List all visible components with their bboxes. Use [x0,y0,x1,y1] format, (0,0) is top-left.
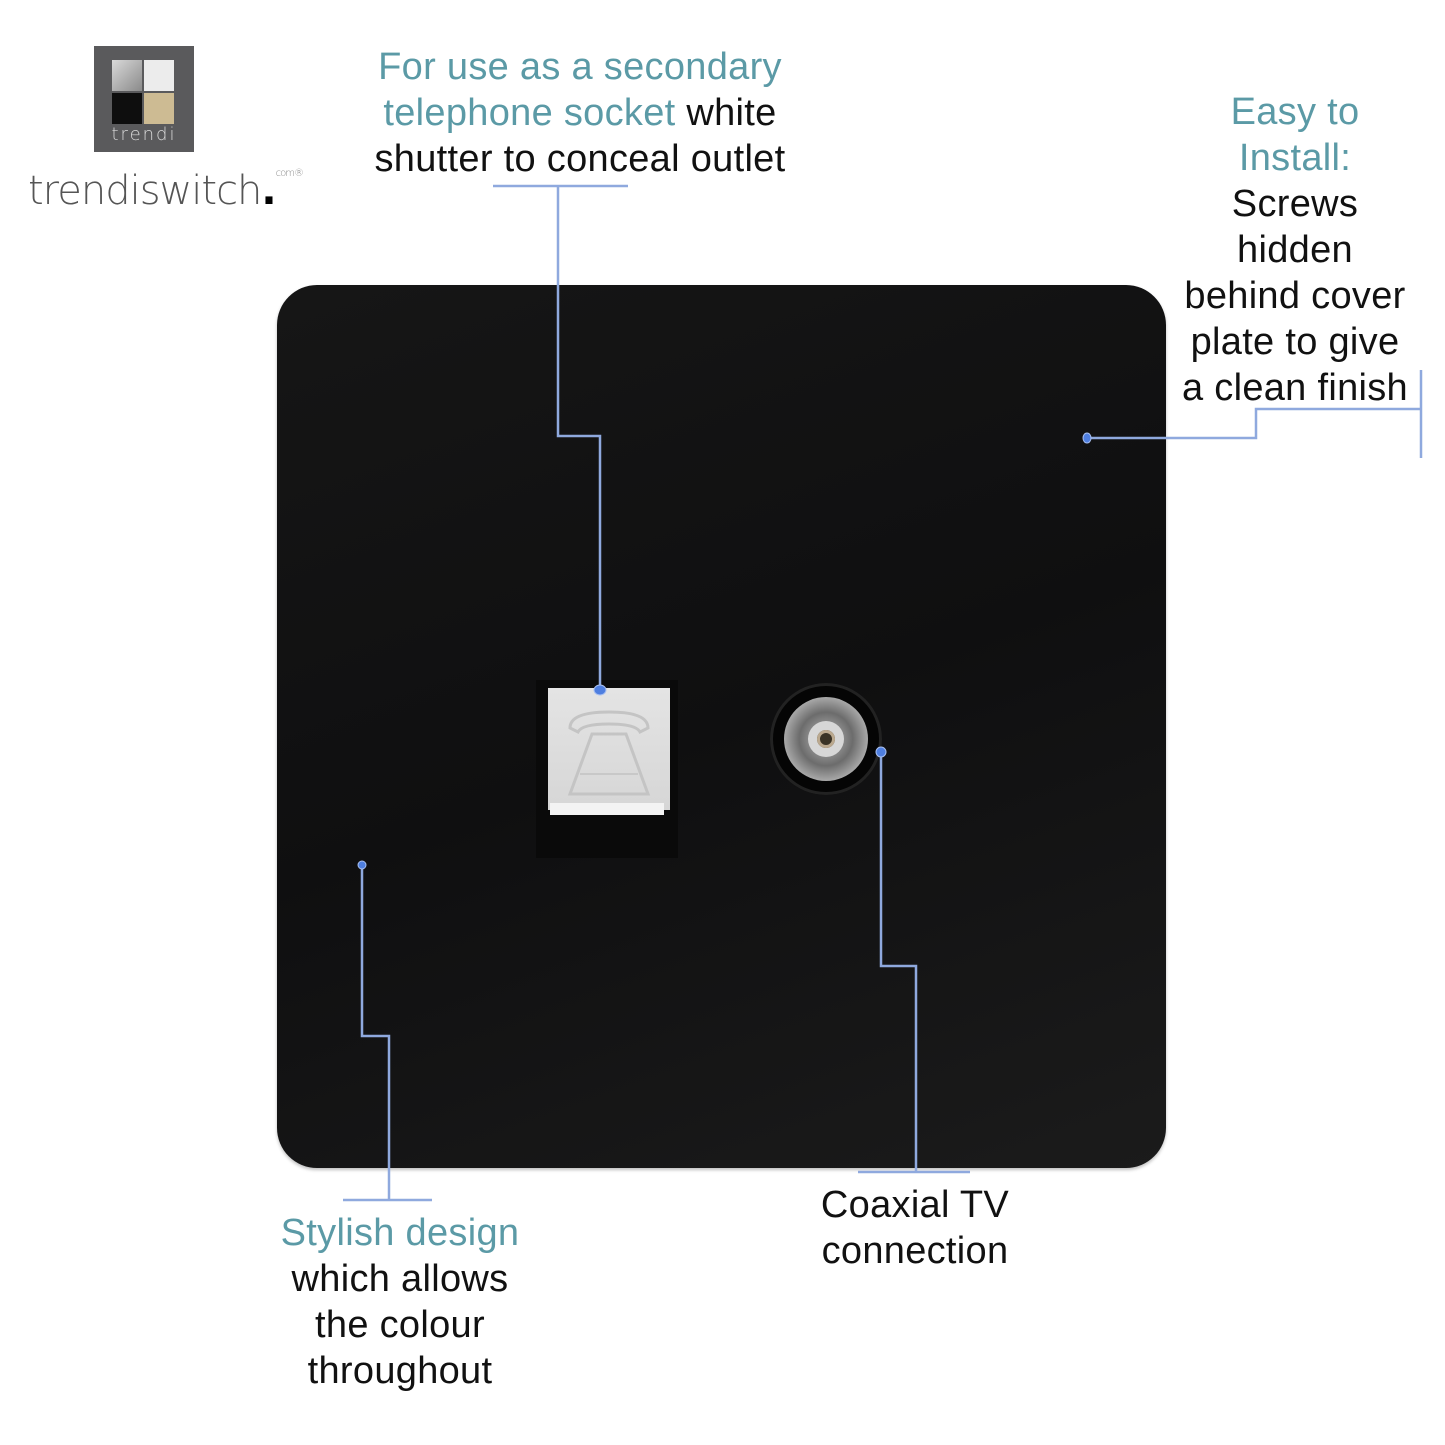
wordmark-suffix: com® [275,168,304,179]
callout-design-accent: Stylish design [280,1212,520,1254]
callout-design: Stylish design which allows the colour t… [250,1210,550,1394]
callout-install-line: plate to give [1190,321,1400,363]
callout-coax: Coaxial TV connection [780,1182,1050,1274]
callout-design-line: the colour [315,1304,485,1346]
callout-telephone: For use as a secondary telephone socket … [330,44,830,182]
wordmark-text: trendiswitch [28,168,262,214]
callout-install-line: Screws [1231,183,1359,225]
callout-design-line: throughout [307,1350,493,1392]
callout-telephone-white: white [675,92,777,134]
callout-design-line: which allows [291,1258,509,1300]
logo-tile-black [112,93,142,124]
logo-word: trendi [111,124,177,145]
callout-telephone-accent-2: telephone socket [383,92,676,134]
callout-coax-line: connection [821,1230,1009,1272]
callout-dot-telephone [593,684,607,696]
callout-install: Easy to Install: Screws hidden behind co… [1166,89,1424,411]
telephone-icon [567,710,651,796]
callout-telephone-line-2: telephone socket white [330,90,830,136]
logo-tile-chrome [112,60,142,91]
callout-coax-line: Coaxial TV [820,1184,1010,1226]
callout-install-accent-1: Easy to [1230,91,1360,133]
callout-install-accent-2: Install: [1238,137,1352,179]
logo-tile-white [144,60,174,91]
callout-dot-coax [875,746,887,758]
callout-dot-design [357,860,367,870]
telephone-socket-shutter[interactable] [548,688,670,810]
brand-wordmark: trendiswitch.com® [28,168,304,214]
wordmark-dot: . [261,168,276,214]
callout-install-line: behind cover [1184,275,1406,317]
callout-install-line: a clean finish [1181,367,1408,409]
callout-telephone-line-3: shutter to conceal outlet [374,138,786,180]
trendi-logo: trendi [94,46,194,152]
callout-install-line: hidden [1237,229,1353,271]
callout-telephone-accent-1: For use as a secondary [378,46,782,88]
callout-dot-screws [1082,432,1092,444]
socket-plate [277,285,1166,1168]
logo-tile-gold [144,93,174,124]
telephone-socket-lip [550,803,664,815]
coaxial-socket-pin [817,730,835,748]
